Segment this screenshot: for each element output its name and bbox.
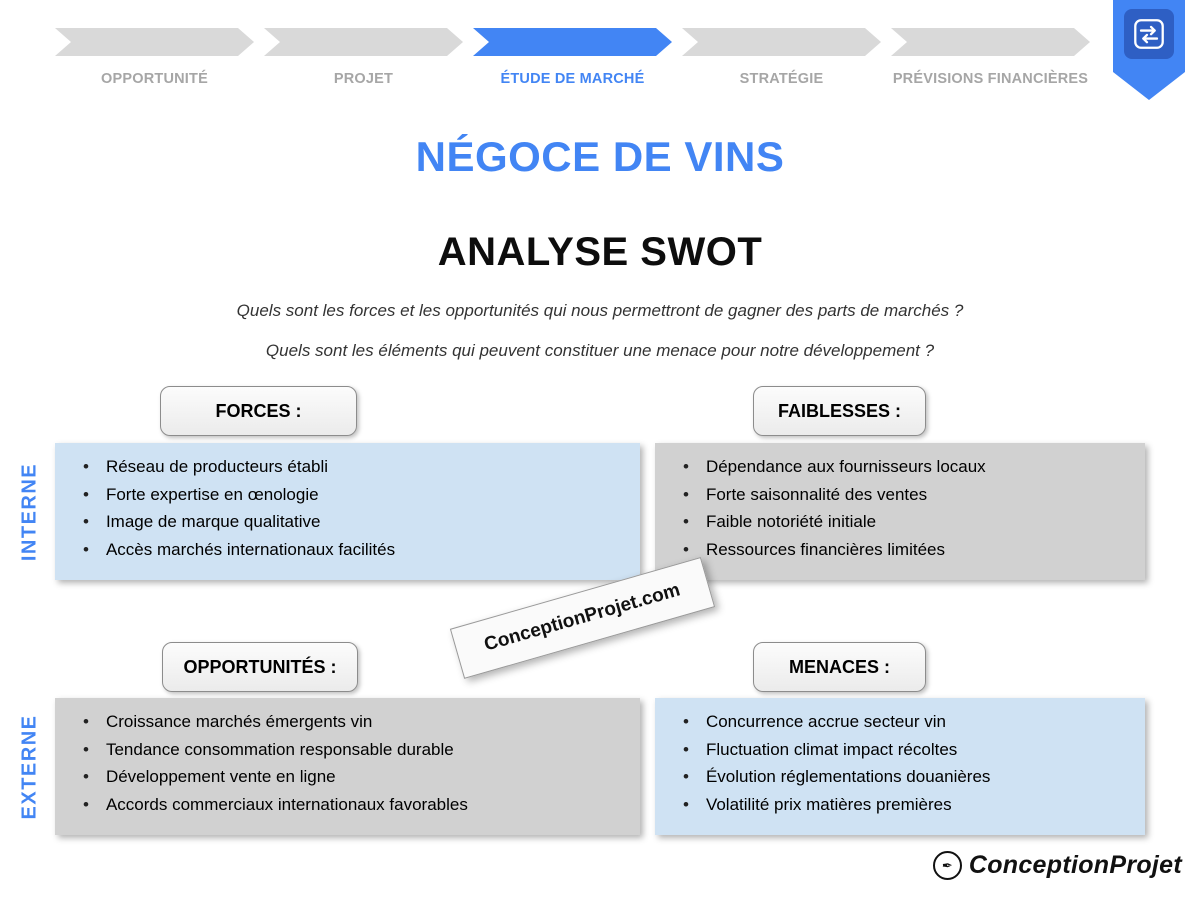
chevron-shape	[682, 28, 881, 56]
list-item: • Accès marchés internationaux facilités	[83, 536, 630, 564]
chevron-shape	[891, 28, 1090, 56]
list-item: • Dépendance aux fournisseurs locaux	[683, 453, 1135, 481]
list-item: • Tendance consommation responsable durab…	[83, 736, 630, 764]
step-previsions-financieres: PRÉVISIONS FINANCIÈRES	[891, 28, 1090, 87]
pen-icon: ✒	[932, 851, 962, 880]
list-item-text: Forte expertise en œnologie	[105, 484, 319, 504]
axis-label-interne: INTERNE	[18, 462, 41, 562]
list-item: • Concurrence accrue secteur vin	[683, 708, 1135, 736]
bullet-icon: •	[683, 512, 689, 531]
list-item: • Évolution réglementations douanières	[683, 763, 1135, 791]
question-forces: Quels sont les forces et les opportunité…	[236, 301, 964, 320]
chevron-shape	[264, 28, 463, 56]
list-item-text: Réseau de producteurs établi	[105, 457, 329, 476]
bullet-icon: •	[83, 512, 89, 531]
list-item-text: Image de marque qualitative	[105, 512, 321, 531]
list-item-text: Évolution réglementations douanières	[705, 767, 991, 786]
list-item: • Forte expertise en œnologie	[83, 481, 630, 509]
list-item-text: Accords commerciaux internationaux favor…	[105, 794, 468, 814]
bullet-icon: •	[683, 739, 689, 759]
chevron-shape	[55, 28, 254, 56]
bullet-icon: •	[83, 712, 89, 731]
step-label: OPPORTUNITÉ	[101, 71, 208, 87]
bullet-icon: •	[83, 794, 89, 814]
chevron-shape	[473, 28, 672, 56]
forces-list: • Réseau de producteurs établi • Forte exp…	[55, 451, 640, 563]
list-item-text: Tendance consommation responsable durabl…	[105, 739, 454, 759]
brand-logo-text: ConceptionProjet	[968, 851, 1182, 879]
list-item: • Accords commerciaux internationaux favo…	[83, 791, 630, 819]
list-item-text: Fluctuation climat impact récoltes	[705, 739, 958, 759]
list-item: • Volatilité prix matières premières	[683, 791, 1135, 819]
forces-box: • Réseau de producteurs établi • Forte exp…	[55, 443, 640, 580]
list-item-text: Forte saisonnalité des ventes	[705, 484, 928, 504]
opportunites-header: OPPORTUNITÉS :	[162, 642, 358, 692]
list-item: • Ressources financières limitées	[683, 536, 1135, 564]
bullet-icon: •	[683, 457, 689, 476]
brand-logo: ✒ ConceptionProjet	[932, 851, 1182, 880]
bullet-icon: •	[83, 484, 89, 504]
list-item: • Faible notoriété initiale	[683, 508, 1135, 536]
list-item: • Fluctuation climat impact récoltes	[683, 736, 1135, 764]
ribbon-badge	[1113, 0, 1185, 100]
step-label: ÉTUDE DE MARCHÉ	[500, 71, 645, 87]
step-opportunite: OPPORTUNITÉ	[55, 28, 254, 87]
axis-label-externe: EXTERNE	[18, 714, 41, 820]
forces-header: FORCES :	[160, 386, 357, 436]
list-item: • Image de marque qualitative	[83, 508, 630, 536]
list-item-text: Dépendance aux fournisseurs locaux	[705, 457, 986, 476]
list-item-text: Accès marchés internationaux facilités	[105, 539, 396, 559]
bullet-icon: •	[83, 457, 89, 476]
bullet-icon: •	[683, 539, 689, 559]
bullet-icon: •	[83, 539, 89, 559]
menaces-box: • Concurrence accrue secteur vin • Fluctua…	[655, 698, 1145, 835]
flowchart-icon	[1124, 9, 1174, 59]
step-strategie: STRATÉGIE	[682, 28, 881, 87]
list-item-text: Volatilité prix matières premières	[705, 794, 952, 814]
bullet-icon: •	[683, 712, 689, 731]
step-label: STRATÉGIE	[739, 71, 824, 87]
list-item-text: Croissance marchés émergents vin	[105, 712, 373, 731]
list-item-text: Concurrence accrue secteur vin	[705, 712, 946, 731]
question-menaces: Quels sont les éléments qui peuvent cons…	[265, 341, 935, 360]
bullet-icon: •	[83, 739, 89, 759]
section-title: ANALYSE SWOT	[437, 230, 763, 274]
faiblesses-header: FAIBLESSES :	[753, 386, 926, 436]
bullet-icon: •	[83, 767, 89, 786]
opportunites-list: • Croissance marchés émergents vin • Tenda…	[55, 706, 640, 818]
bullet-icon: •	[683, 794, 689, 814]
step-label: PROJET	[333, 71, 394, 87]
page-title: NÉGOCE DE VINS	[415, 133, 785, 180]
list-item: • Croissance marchés émergents vin	[83, 708, 630, 736]
faiblesses-list: • Dépendance aux fournisseurs locaux • For…	[655, 451, 1145, 563]
list-item: • Réseau de producteurs établi	[83, 453, 630, 481]
list-item-text: Faible notoriété initiale	[705, 512, 877, 531]
list-item: • Forte saisonnalité des ventes	[683, 481, 1135, 509]
list-item-text: Développement vente en ligne	[105, 767, 336, 786]
menaces-list: • Concurrence accrue secteur vin • Fluctua…	[655, 706, 1145, 818]
opportunites-box: • Croissance marchés émergents vin • Tenda…	[55, 698, 640, 835]
faiblesses-box: • Dépendance aux fournisseurs locaux • For…	[655, 443, 1145, 580]
step-projet: PROJET	[264, 28, 463, 87]
list-item-text: Ressources financières limitées	[705, 539, 945, 559]
menaces-header: MENACES :	[753, 642, 926, 692]
bullet-icon: •	[683, 484, 689, 504]
list-item: • Développement vente en ligne	[83, 763, 630, 791]
breadcrumb: OPPORTUNITÉ PROJET ÉTUDE DE MARCHÉ STRAT…	[55, 28, 1090, 87]
bullet-icon: •	[683, 767, 689, 786]
step-label: PRÉVISIONS FINANCIÈRES	[892, 71, 1089, 87]
step-etude-de-marche-active: ÉTUDE DE MARCHÉ	[473, 28, 672, 87]
